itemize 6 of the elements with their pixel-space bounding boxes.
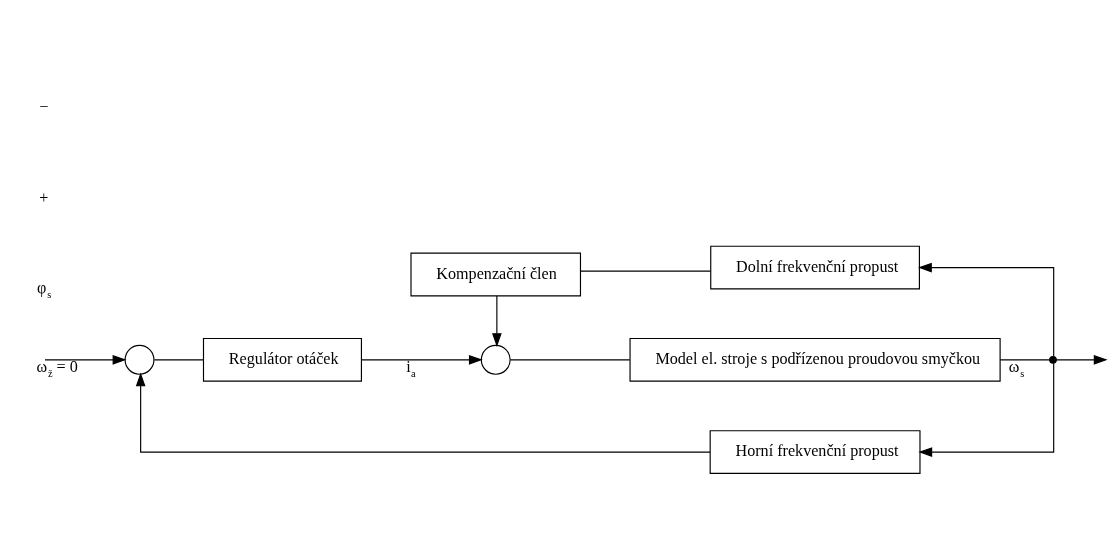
edge-label: ω$_{ž}$ = 0 (36, 357, 78, 380)
label: φ$_{s}$ (36, 278, 52, 301)
edge-label: ω$_{s}$ (1008, 357, 1025, 380)
label: − (39, 97, 49, 115)
edge-label: i$_{a}$ (406, 357, 416, 380)
label: + (39, 188, 49, 206)
